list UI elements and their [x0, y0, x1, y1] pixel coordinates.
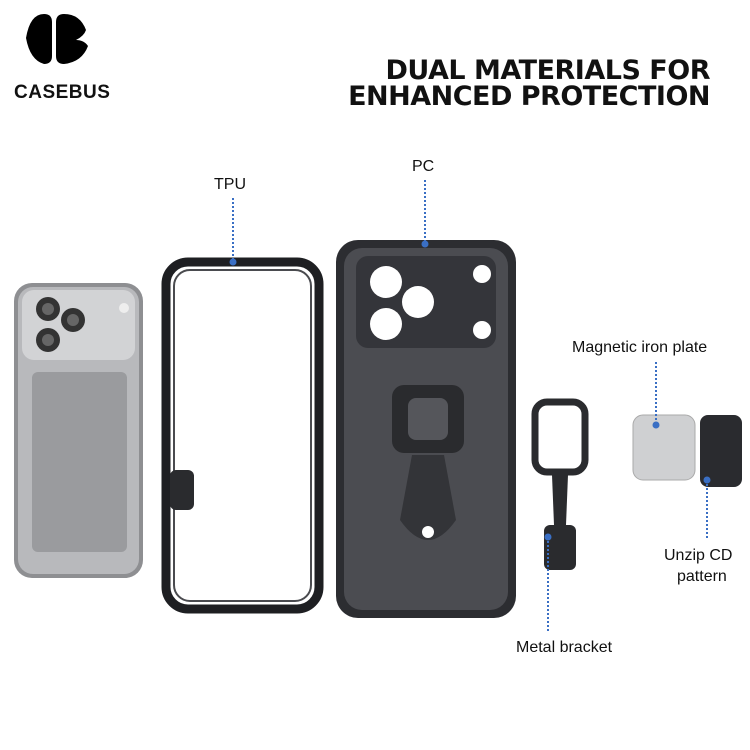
brand-name: CASEBUS	[14, 82, 111, 103]
phone-illustration	[14, 283, 143, 578]
tpu-frame-illustration	[161, 257, 324, 614]
cd-pattern-label-line-1: Unzip CD	[664, 547, 733, 564]
cd-pattern-plate-illustration	[700, 415, 742, 487]
metal-bracket-label: Metal bracket	[516, 639, 613, 656]
casebus-logo-icon	[26, 14, 88, 64]
headline-line-1: DUAL MATERIALS FOR	[385, 55, 710, 86]
magnetic-iron-plate-illustration	[632, 414, 696, 481]
metal-bracket-illustration	[531, 398, 589, 570]
tpu-label: TPU	[214, 176, 246, 193]
leader-lines	[232, 180, 708, 632]
pc-label: PC	[412, 158, 435, 175]
headline-line-2: ENHANCED PROTECTION	[348, 81, 710, 112]
cd-pattern-label-line-2: pattern	[677, 568, 727, 585]
magnetic-plate-label: Magnetic iron plate	[572, 339, 708, 356]
pc-case-illustration	[336, 240, 516, 618]
headline: DUAL MATERIALS FOR ENHANCED PROTECTION	[348, 55, 710, 112]
